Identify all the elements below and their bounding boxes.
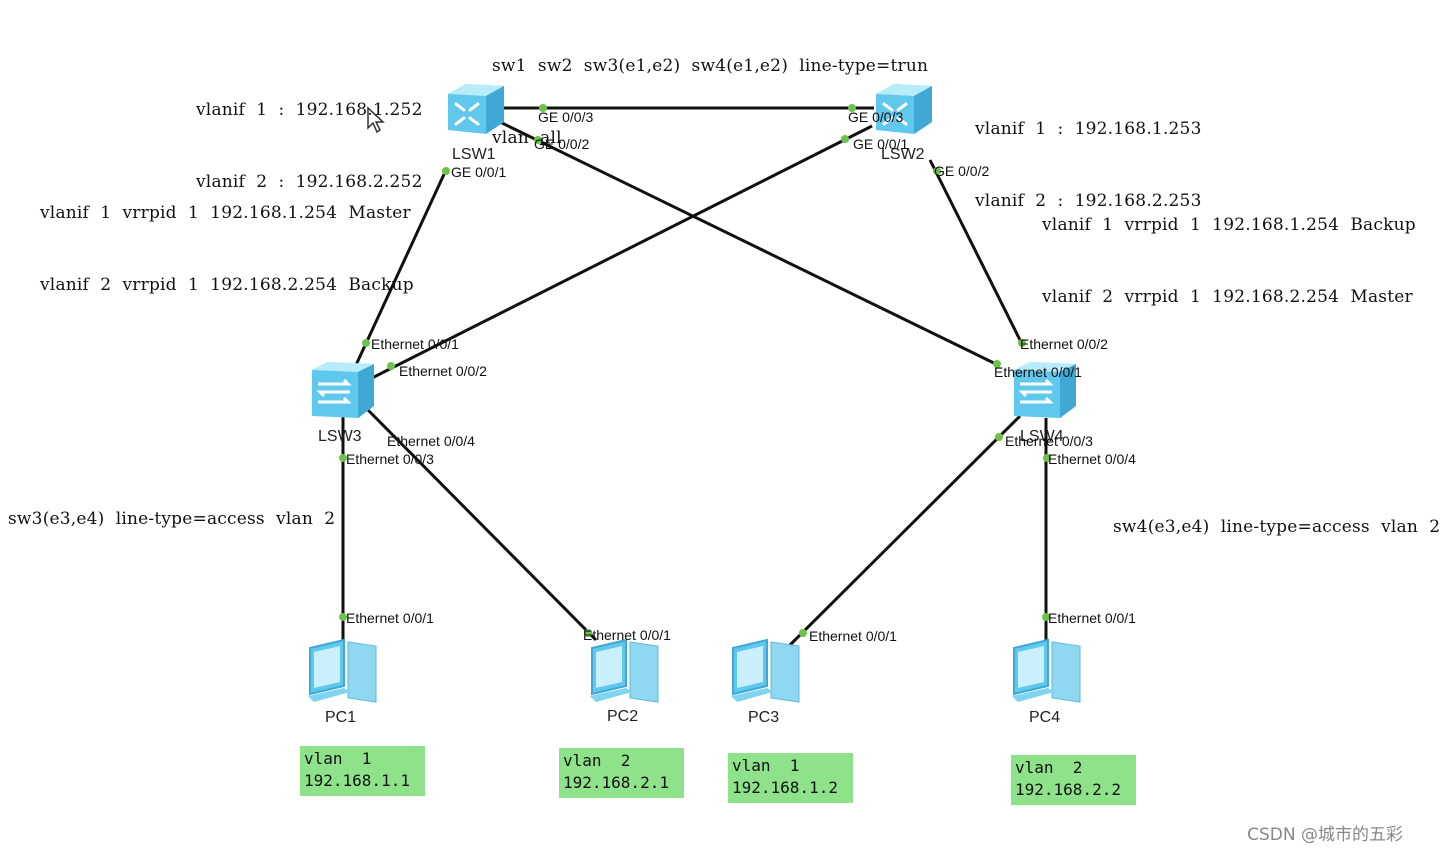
lsw1-vrrp-line2: vlanif 2 vrrpid 1 192.168.2.254 Backup <box>40 275 414 295</box>
trunk-config-line2: vlan all <box>492 128 562 148</box>
port-dot <box>933 167 941 175</box>
port-dot <box>1042 613 1050 621</box>
port-label: Ethernet 0/0/3 <box>1005 433 1093 449</box>
lsw2-ip-line1: vlanif 1 : 192.168.1.253 <box>975 119 1202 139</box>
trunk-config-line1: sw1 sw2 sw3(e1,e2) sw4(e1,e2) line-type=… <box>492 56 929 76</box>
link-lsw3-pc2 <box>366 408 598 642</box>
port-dot <box>848 104 856 112</box>
lsw2-ip-line2: vlanif 2 : 192.168.2.253 <box>975 191 1202 211</box>
sw4-access-note: sw4(e3,e4) line-type=access vlan 2 <box>1113 517 1440 537</box>
port-label: GE 0/0/3 <box>538 109 594 125</box>
l3-switch-icon-lsw1[interactable] <box>444 78 506 136</box>
link-lsw2-lsw3 <box>371 124 873 380</box>
pc2-info-box: vlan 2 192.168.2.1 <box>559 748 684 798</box>
lsw1-ip-line1: vlanif 1 : 192.168.1.252 <box>196 100 423 120</box>
l2-switch-icon-lsw3[interactable] <box>310 360 376 420</box>
l2-switch-icon-lsw4[interactable] <box>1012 360 1078 420</box>
port-dot <box>339 454 347 462</box>
link-lsw2-lsw4 <box>928 159 1024 345</box>
device-label-lsw1: LSW1 <box>452 146 496 163</box>
port-label: GE 0/0/2 <box>534 136 590 152</box>
port-dot <box>841 135 849 143</box>
port-label: Ethernet 0/0/3 <box>346 451 434 467</box>
port-label: GE 0/0/1 <box>451 164 507 180</box>
port-label: Ethernet 0/0/2 <box>1020 336 1108 352</box>
port-dot <box>362 339 370 347</box>
port-dot <box>799 629 807 637</box>
watermark: CSDN @城市的五彩 <box>1247 825 1403 845</box>
port-dot <box>993 360 1001 368</box>
port-label: Ethernet 0/0/1 <box>346 610 434 626</box>
sw3-access-note: sw3(e3,e4) line-type=access vlan 2 <box>8 509 336 529</box>
port-dot <box>1018 339 1026 347</box>
port-dot <box>534 136 542 144</box>
lsw1-vrrp-note: vlanif 1 vrrpid 1 192.168.1.254 Master v… <box>40 153 414 345</box>
lsw2-vrrp-line1: vlanif 1 vrrpid 1 192.168.1.254 Backup <box>1042 215 1416 235</box>
device-label-lsw3: LSW3 <box>318 428 362 445</box>
lsw2-vrrp-line2: vlanif 2 vrrpid 1 192.168.2.254 Master <box>1042 287 1413 307</box>
port-dot <box>387 362 395 370</box>
lsw2-vrrp-note: vlanif 1 vrrpid 1 192.168.1.254 Backup v… <box>1042 165 1416 357</box>
lsw1-ip-note: vlanif 1 : 192.168.1.252 vlanif 2 : 192.… <box>196 50 423 242</box>
pc-icon-pc1[interactable] <box>304 636 380 704</box>
port-label: GE 0/0/2 <box>934 163 990 179</box>
lsw1-vrrp-line1: vlanif 1 vrrpid 1 192.168.1.254 Master <box>40 203 411 223</box>
pc-icon-pc4[interactable] <box>1008 636 1084 704</box>
port-label: Ethernet 0/0/1 <box>371 336 459 352</box>
port-label: Ethernet 0/0/1 <box>1048 610 1136 626</box>
pc3-info-box: vlan 1 192.168.1.2 <box>728 753 853 803</box>
pc4-info-box: vlan 2 192.168.2.2 <box>1011 755 1136 805</box>
device-label-pc2: PC2 <box>607 708 639 725</box>
pc-icon-pc3[interactable] <box>727 636 803 704</box>
link-lsw1-lsw3 <box>354 169 448 366</box>
device-label-pc3: PC3 <box>748 709 780 726</box>
port-dot <box>995 433 1003 441</box>
device-label-lsw2: LSW2 <box>881 146 925 163</box>
pc1-info-box: vlan 1 192.168.1.1 <box>300 746 425 796</box>
port-label: GE 0/0/1 <box>853 136 909 152</box>
trunk-config-note: sw1 sw2 sw3(e1,e2) sw4(e1,e2) line-type=… <box>492 6 928 198</box>
port-label: Ethernet 0/0/4 <box>387 433 475 449</box>
port-dot <box>1043 454 1051 462</box>
lsw1-ip-line2: vlanif 2 : 192.168.2.252 <box>196 172 423 192</box>
link-lsw4-pc3 <box>788 414 1022 647</box>
device-label-lsw4: LSW4 <box>1020 428 1064 445</box>
port-label: Ethernet 0/0/4 <box>1048 451 1136 467</box>
port-dot <box>584 629 592 637</box>
link-lsw1-lsw4 <box>499 120 1001 368</box>
device-label-pc1: PC1 <box>325 709 357 726</box>
port-label: Ethernet 0/0/1 <box>809 628 897 644</box>
lsw2-ip-note: vlanif 1 : 192.168.1.253 vlanif 2 : 192.… <box>975 69 1202 261</box>
port-label: Ethernet 0/0/1 <box>994 364 1082 380</box>
port-dot <box>442 167 450 175</box>
device-label-pc4: PC4 <box>1029 709 1061 726</box>
l3-switch-icon-lsw2[interactable] <box>872 78 934 136</box>
port-label: Ethernet 0/0/2 <box>399 363 487 379</box>
mouse-cursor-icon <box>367 106 385 134</box>
pc-icon-pc2[interactable] <box>586 636 662 704</box>
port-label: Ethernet 0/0/1 <box>583 627 671 643</box>
port-dot <box>539 104 547 112</box>
port-label: GE 0/0/3 <box>848 109 904 125</box>
port-dot <box>339 613 347 621</box>
